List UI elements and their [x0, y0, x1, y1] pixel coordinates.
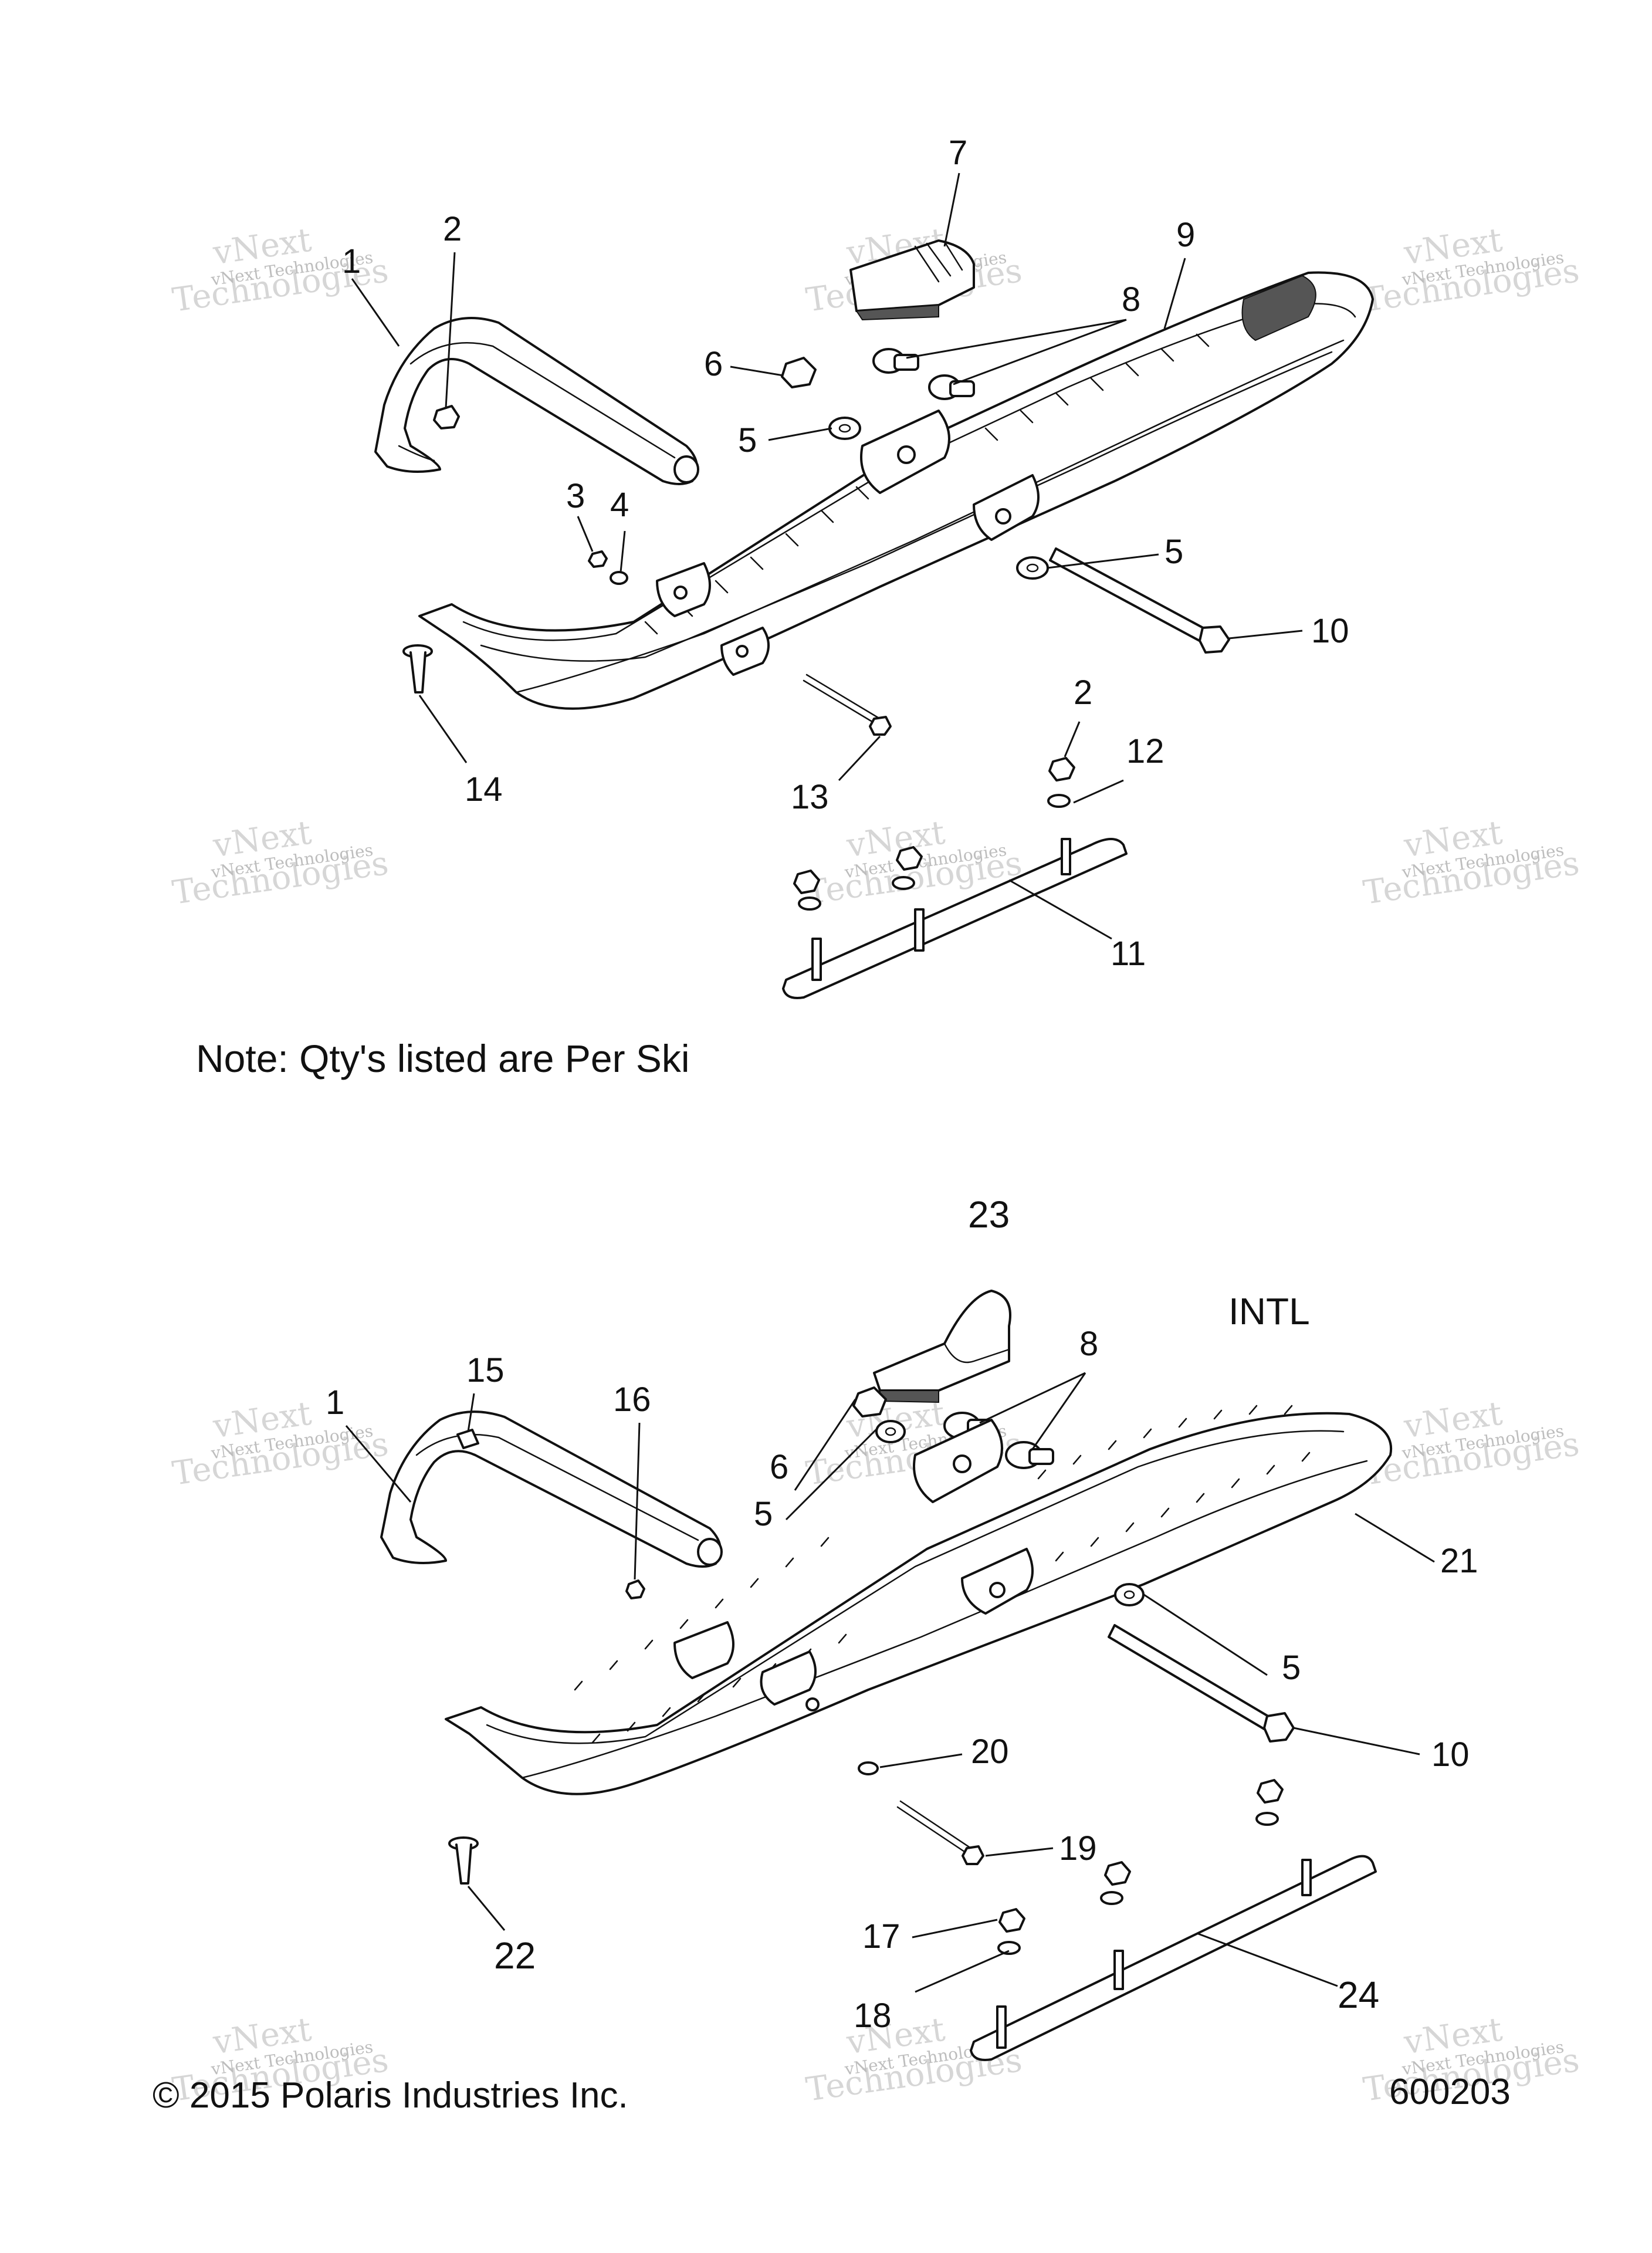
- bottom-assembly: 23 8 1 15 16 6 5 21 5 10 20 19 22 17 18 …: [326, 1193, 1478, 2061]
- callout-5c: 5: [754, 1495, 773, 1533]
- callout-8b: 8: [1079, 1325, 1098, 1363]
- copyright-text: © 2015 Polaris Industries Inc.: [153, 2075, 628, 2116]
- callout-14: 14: [465, 770, 503, 808]
- callout-24: 24: [1338, 1974, 1379, 2016]
- callouts-top: 1 2 3 4 5 6 7 8 9 5 10 2 12 13 14 11: [342, 134, 1349, 973]
- callout-12: 12: [1126, 732, 1164, 770]
- callout-5d: 5: [1282, 1649, 1301, 1687]
- callout-5b: 5: [1164, 533, 1183, 571]
- callout-1b: 1: [326, 1383, 344, 1422]
- callout-10: 10: [1311, 612, 1349, 650]
- diagram-number: 600203: [1389, 2072, 1511, 2112]
- section-label-intl: INTL: [1228, 1290, 1310, 1332]
- intl-bolt-long: [1108, 1624, 1295, 1743]
- callout-10b: 10: [1431, 1736, 1470, 1774]
- callout-15: 15: [466, 1351, 505, 1389]
- callout-23: 23: [968, 1193, 1010, 1236]
- callout-17: 17: [862, 1917, 901, 1956]
- intl-ski-body: [445, 1405, 1393, 1795]
- callout-22: 22: [494, 1934, 536, 1977]
- callout-7: 7: [949, 134, 967, 172]
- leader-lines-top: [351, 172, 1303, 940]
- intl-saddle: [873, 1290, 1011, 1403]
- nut-washer-set: [433, 357, 1049, 585]
- intl-rivet: [448, 1836, 479, 1885]
- ski-body: [418, 271, 1374, 710]
- callout-1: 1: [342, 242, 361, 280]
- callout-19: 19: [1059, 1829, 1097, 1868]
- carbide-runner: [782, 757, 1128, 999]
- intl-ski-handle: [380, 1410, 723, 1568]
- leader-lines-bottom: [345, 1372, 1435, 1993]
- rivet: [402, 644, 433, 694]
- callout-3: 3: [566, 477, 585, 515]
- callout-21: 21: [1440, 1542, 1478, 1580]
- callout-6b: 6: [770, 1448, 788, 1486]
- intl-bushing-pair: [943, 1412, 1054, 1469]
- intl-bolt-short: [896, 1800, 984, 1865]
- quantity-note: Note: Qty's listed are Per Ski: [196, 1037, 690, 1080]
- bolt-long: [1049, 547, 1230, 654]
- callout-8: 8: [1122, 280, 1140, 319]
- callout-2b: 2: [1074, 674, 1092, 712]
- callout-2: 2: [443, 210, 462, 248]
- bushing-pair: [872, 348, 975, 400]
- ski-saddle: [849, 239, 975, 321]
- callout-20: 20: [971, 1733, 1009, 1771]
- callout-6: 6: [704, 345, 723, 383]
- callout-13: 13: [791, 778, 829, 816]
- callout-18: 18: [854, 1997, 892, 2035]
- ski-handle: [374, 317, 699, 485]
- intl-carbide-runner: [970, 1779, 1377, 2061]
- top-assembly: 1 2 3 4 5 6 7 8 9 5 10 2 12 13 14 11: [342, 134, 1374, 999]
- callouts-bottom: 23 8 1 15 16 6 5 21 5 10 20 19 22 17 18 …: [326, 1193, 1478, 2035]
- intl-nut-washer-set: [625, 1386, 1145, 1775]
- callout-16: 16: [613, 1381, 651, 1419]
- callout-4: 4: [610, 486, 629, 524]
- callout-5: 5: [738, 421, 757, 459]
- callout-11: 11: [1111, 935, 1146, 973]
- bolt-short: [803, 674, 892, 736]
- callout-9: 9: [1176, 216, 1195, 254]
